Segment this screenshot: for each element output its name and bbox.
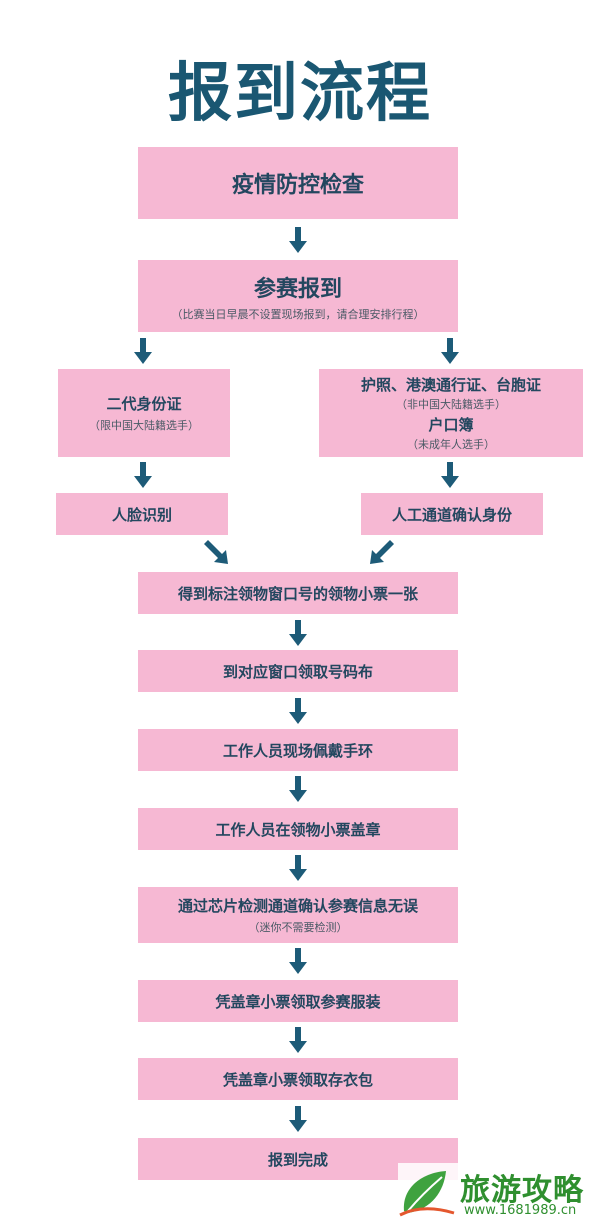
step-manual-check: 人工通道确认身份 bbox=[361, 493, 543, 535]
step-label: 护照、港澳通行证、台胞证 bbox=[360, 376, 541, 394]
step-face-recognition: 人脸识别 bbox=[56, 493, 228, 535]
arrow-down-icon bbox=[134, 462, 152, 488]
step-epidemic-check: 疫情防控检查 bbox=[138, 147, 458, 219]
step-label: 疫情防控检查 bbox=[231, 173, 364, 198]
arrow-down-left-icon bbox=[370, 540, 394, 564]
step-label: 参赛报到 bbox=[253, 276, 342, 302]
step-note: （非中国大陆籍选手） bbox=[396, 398, 506, 411]
step-registration: 参赛报到 （比赛当日早晨不设置现场报到，请合理安排行程） bbox=[138, 260, 458, 332]
arrow-down-icon bbox=[441, 338, 459, 364]
step-stamp-ticket: 工作人员在领物小票盖章 bbox=[138, 808, 458, 850]
step-note: （迷你不需要检测） bbox=[248, 921, 348, 934]
step-label: 工作人员在领物小票盖章 bbox=[215, 820, 381, 839]
leaf-logo-icon bbox=[399, 1171, 455, 1217]
step-collect-bib: 到对应窗口领取号码布 bbox=[138, 650, 458, 692]
arrow-down-icon bbox=[289, 855, 307, 881]
step-note-secondary: （未成年人选手） bbox=[407, 438, 495, 451]
step-complete: 报到完成 bbox=[138, 1138, 458, 1180]
step-label: 通过芯片检测通道确认参赛信息无误 bbox=[177, 897, 418, 915]
arrow-down-icon bbox=[289, 620, 307, 646]
step-label: 二代身份证 bbox=[106, 395, 182, 413]
step-get-ticket: 得到标注领物窗口号的领物小票一张 bbox=[138, 572, 458, 614]
step-label: 人脸识别 bbox=[111, 505, 172, 524]
step-label: 凭盖章小票领取存衣包 bbox=[222, 1070, 373, 1089]
step-label: 人工通道确认身份 bbox=[391, 505, 512, 524]
arrow-down-icon bbox=[289, 948, 307, 974]
arrow-down-right-icon bbox=[204, 540, 228, 564]
arrow-down-icon bbox=[289, 1027, 307, 1053]
watermark-url: www.1681989.cn bbox=[464, 1203, 577, 1218]
arrow-down-icon bbox=[134, 338, 152, 364]
arrow-down-icon bbox=[289, 227, 307, 253]
arrow-down-icon bbox=[289, 698, 307, 724]
step-label: 到对应窗口领取号码布 bbox=[222, 662, 373, 681]
arrow-down-icon bbox=[441, 462, 459, 488]
watermark-text: 旅游攻略 bbox=[460, 1173, 584, 1208]
step-passport: 护照、港澳通行证、台胞证 （非中国大陆籍选手） 户口簿 （未成年人选手） bbox=[319, 369, 583, 457]
page-title: 报到流程 bbox=[168, 57, 432, 131]
step-label: 报到完成 bbox=[267, 1150, 328, 1169]
step-label-secondary: 户口簿 bbox=[428, 416, 474, 434]
step-note: （比赛当日早晨不设置现场报到，请合理安排行程） bbox=[171, 307, 425, 321]
step-wristband: 工作人员现场佩戴手环 bbox=[138, 729, 458, 771]
step-note: （限中国大陆籍选手） bbox=[89, 419, 199, 432]
arrow-down-icon bbox=[289, 1106, 307, 1132]
watermark: 旅游攻略 www.1681989.cn bbox=[398, 1163, 598, 1223]
step-label: 工作人员现场佩戴手环 bbox=[222, 741, 373, 760]
step-id-card: 二代身份证 （限中国大陆籍选手） bbox=[58, 369, 230, 457]
step-collect-clothing: 凭盖章小票领取参赛服装 bbox=[138, 980, 458, 1022]
step-chip-check: 通过芯片检测通道确认参赛信息无误 （迷你不需要检测） bbox=[138, 887, 458, 943]
step-label: 得到标注领物窗口号的领物小票一张 bbox=[177, 584, 418, 603]
step-collect-bag: 凭盖章小票领取存衣包 bbox=[138, 1058, 458, 1100]
step-label: 凭盖章小票领取参赛服装 bbox=[215, 992, 381, 1011]
arrow-down-icon bbox=[289, 776, 307, 802]
